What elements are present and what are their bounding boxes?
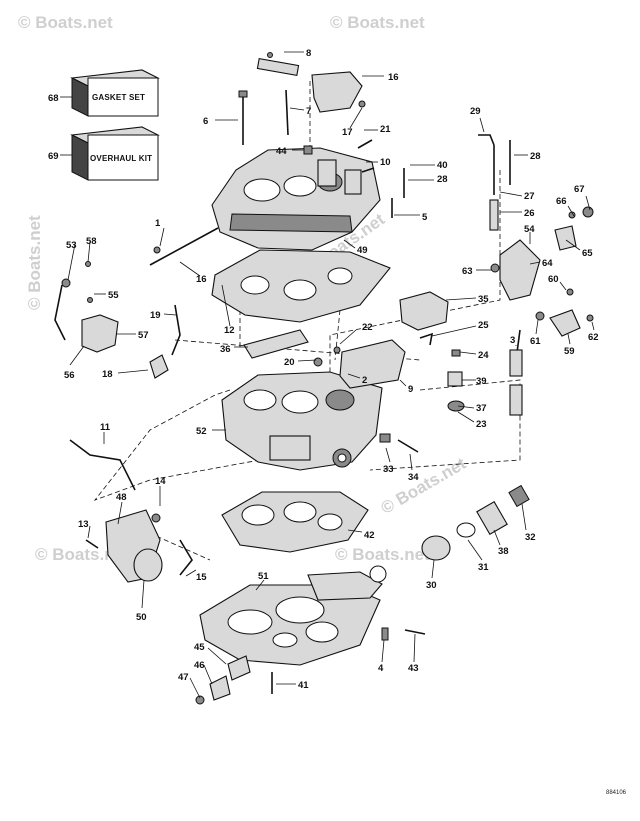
callout-38: 38 xyxy=(498,546,509,557)
gasket-set-label: GASKET SET xyxy=(92,93,145,102)
callout-65: 65 xyxy=(582,248,593,259)
callout-36: 36 xyxy=(220,344,231,355)
callout-58: 58 xyxy=(86,236,97,247)
callout-63: 63 xyxy=(462,266,473,277)
callout-40: 40 xyxy=(437,160,448,171)
callout-9: 9 xyxy=(408,384,413,395)
callout-30: 30 xyxy=(426,580,437,591)
callout-33: 33 xyxy=(383,464,394,475)
callout-16-lower: 16 xyxy=(196,274,207,285)
callout-19: 19 xyxy=(150,310,161,321)
callout-54: 54 xyxy=(524,224,535,235)
watermark-lower-center: © Boats.net xyxy=(335,545,430,564)
callout-50: 50 xyxy=(136,612,147,623)
callout-31: 31 xyxy=(478,562,489,573)
callout-18: 18 xyxy=(102,369,113,380)
watermark-top-left: © Boats.net xyxy=(18,13,113,32)
part-49-air-horn xyxy=(211,147,381,251)
callout-6: 6 xyxy=(203,116,208,127)
callout-15: 15 xyxy=(196,572,207,583)
callout-57: 57 xyxy=(138,330,149,341)
callout-14: 14 xyxy=(155,476,166,487)
callout-22: 22 xyxy=(362,322,373,333)
callout-27: 27 xyxy=(524,191,535,202)
callout-49: 49 xyxy=(357,245,368,256)
callout-67: 67 xyxy=(574,184,585,195)
callout-16: 16 xyxy=(388,72,399,83)
callout-66: 66 xyxy=(556,196,567,207)
callout-51: 51 xyxy=(258,571,269,582)
callout-10: 10 xyxy=(380,157,391,168)
callout-26: 26 xyxy=(524,208,535,219)
callout-64: 64 xyxy=(542,258,553,269)
callout-68: 68 xyxy=(48,93,59,104)
callout-39: 39 xyxy=(476,376,487,387)
callout-2: 2 xyxy=(362,375,367,386)
overhaul-kit-kit: OVERHAUL KIT xyxy=(60,126,160,181)
callout-56: 56 xyxy=(64,370,75,381)
watermark-left: © Boats.net xyxy=(25,215,44,310)
callout-32: 32 xyxy=(525,532,536,543)
callout-4: 4 xyxy=(378,663,384,674)
leader-lines xyxy=(67,51,595,699)
callout-69: 69 xyxy=(48,151,59,162)
callout-60: 60 xyxy=(548,274,559,285)
overhaul-kit-label: OVERHAUL KIT xyxy=(90,154,152,163)
callout-28-left: 28 xyxy=(437,174,448,185)
callout-43: 43 xyxy=(408,663,419,674)
callout-45: 45 xyxy=(194,642,205,653)
callout-1: 1 xyxy=(155,218,161,229)
part-42-base-gasket xyxy=(221,491,369,553)
callout-13: 13 xyxy=(78,519,89,530)
callout-46: 46 xyxy=(194,660,205,671)
gasket-set-kit: GASKET SET xyxy=(60,69,160,117)
callout-25: 25 xyxy=(478,320,489,331)
callout-labels: 1 2 3 4 5 6 7 8 9 10 11 12 13 14 15 16 1… xyxy=(48,48,599,691)
part-52-main-body xyxy=(221,371,383,471)
callout-42: 42 xyxy=(364,530,375,541)
callout-8: 8 xyxy=(306,48,311,59)
callout-55: 55 xyxy=(108,290,119,301)
callout-17: 17 xyxy=(342,127,353,138)
callout-37: 37 xyxy=(476,403,487,414)
small-parts xyxy=(54,52,594,705)
callout-35: 35 xyxy=(478,294,489,305)
callout-29: 29 xyxy=(470,106,481,117)
callout-20: 20 xyxy=(284,357,295,368)
watermark-lower-left: © Boats.net xyxy=(35,545,130,564)
callout-59: 59 xyxy=(564,346,575,357)
figure-reference: 884106 xyxy=(606,790,627,796)
part-12-gasket xyxy=(211,249,391,323)
callout-5: 5 xyxy=(422,212,428,223)
callout-48: 48 xyxy=(116,492,127,503)
callout-24: 24 xyxy=(478,350,489,361)
callout-28: 28 xyxy=(530,151,541,162)
callout-11: 11 xyxy=(100,422,111,433)
callout-61: 61 xyxy=(530,336,541,347)
callout-21: 21 xyxy=(380,124,391,135)
callout-52: 52 xyxy=(196,426,207,437)
part-51-throttle-body xyxy=(199,565,387,666)
watermark-top-right: © Boats.net xyxy=(330,13,425,32)
callout-12: 12 xyxy=(224,325,235,336)
callout-44: 44 xyxy=(276,146,287,157)
callout-47: 47 xyxy=(178,672,189,683)
callout-23: 23 xyxy=(476,419,487,430)
callout-41: 41 xyxy=(298,680,309,691)
callout-3: 3 xyxy=(510,335,515,346)
callout-34: 34 xyxy=(408,472,419,483)
callout-53: 53 xyxy=(66,240,77,251)
callout-7: 7 xyxy=(306,106,311,117)
callout-62: 62 xyxy=(588,332,599,343)
